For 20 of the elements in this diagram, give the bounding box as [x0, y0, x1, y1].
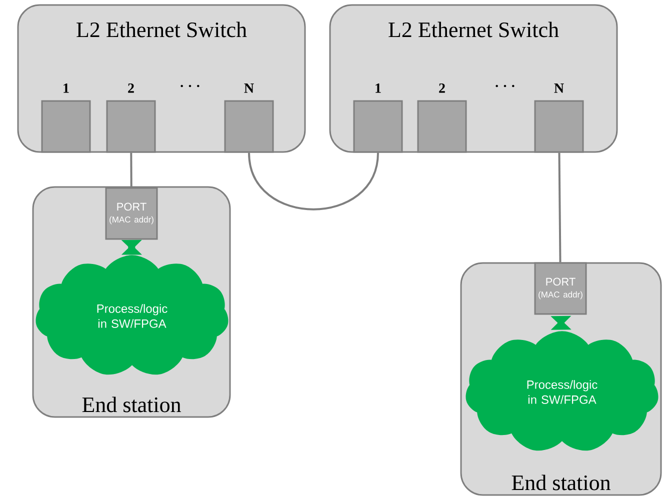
node-label: N [554, 84, 564, 93]
switch-port: 1 [41, 83, 91, 153]
cable-line [248, 152, 379, 210]
ellipsis-label: . . . [496, 84, 514, 88]
port-box: PORT (MAC addr) [534, 262, 587, 315]
cable-line [558, 152, 562, 262]
cable-line [130, 152, 132, 188]
switch-port: N [224, 84, 274, 153]
port-box: PORT (MAC addr) [105, 187, 158, 240]
node-label: 1 [376, 83, 381, 93]
node-label: 2 [439, 83, 445, 93]
switch-port: 2 [417, 83, 467, 153]
double-arrow [550, 316, 572, 330]
switch-port: N [534, 84, 584, 153]
switch-port: 2 [106, 83, 156, 153]
switch-port: 1 [353, 83, 403, 153]
ellipsis-label: . . . [180, 84, 200, 88]
node-label: N [244, 84, 254, 93]
node-label: 2 [128, 83, 134, 93]
node-label: 1 [64, 83, 69, 93]
